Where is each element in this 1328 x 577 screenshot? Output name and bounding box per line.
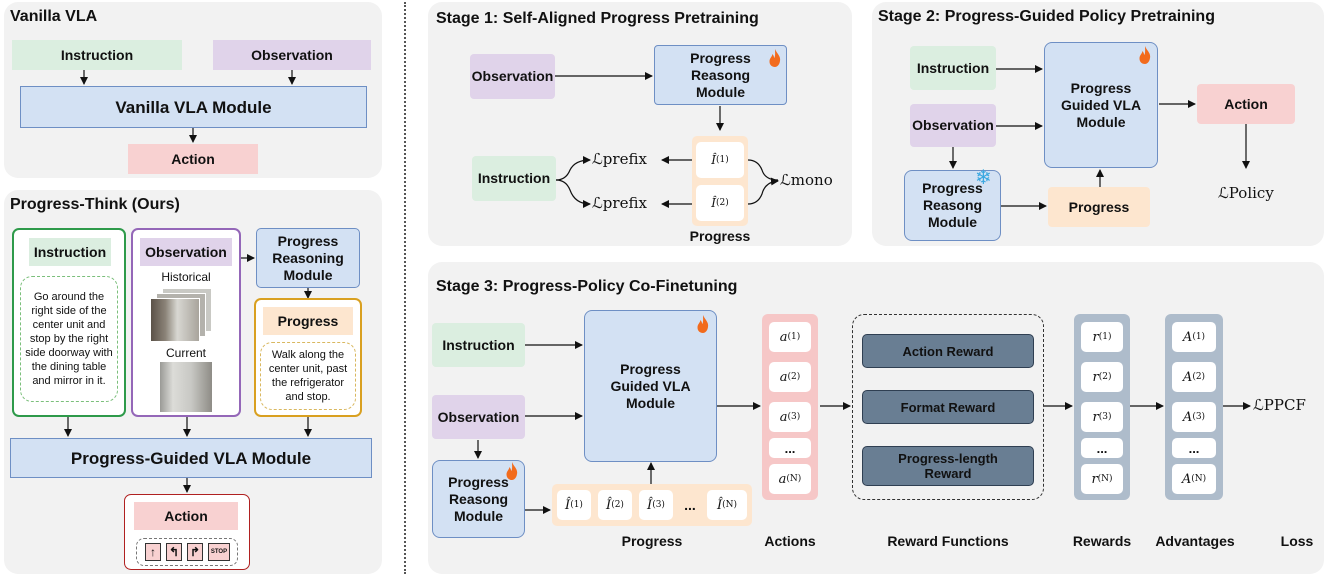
advantage-token-n: A(N) (1172, 464, 1216, 494)
stage1-loss-mono: ℒmono (780, 171, 833, 189)
stage2-observation-box: Observation (910, 104, 996, 147)
stage1-reasoning-module: Progress Reasong Module (654, 45, 787, 105)
advantage-token-3: A(3) (1172, 402, 1216, 432)
action-token-2: a(2) (769, 362, 811, 392)
stage2-vla-module: Progress Guided VLA Module (1044, 42, 1158, 168)
think-instruction-text: Go around the right side of the center u… (20, 276, 118, 402)
vanilla-vla-title: Vanilla VLA (10, 8, 98, 25)
vanilla-vla-module: Vanilla VLA Module (20, 86, 367, 128)
progress-token-2: Î(2) (598, 490, 632, 520)
arrow-up-icon: ↑ (145, 543, 161, 561)
think-reasoning-module: Progress Reasoning Module (256, 228, 360, 288)
stage1-progress-caption: Progress (689, 228, 751, 244)
think-progress-label: Progress (263, 307, 353, 335)
stage1-observation-box: Observation (470, 54, 555, 99)
format-reward-box: Format Reward (862, 390, 1034, 424)
think-observation-label: Observation (140, 238, 232, 266)
stage1-loss-prefix-2: ℒprefix (592, 194, 647, 212)
think-action-label: Action (134, 502, 238, 530)
stage1-instruction-box: Instruction (472, 156, 556, 201)
think-historical-label: Historical (161, 270, 211, 284)
vanilla-instruction-box: Instruction (12, 40, 182, 70)
advantage-token-1: A(1) (1172, 322, 1216, 352)
caption-progress: Progress (621, 533, 683, 549)
stage2-title: Stage 2: Progress-Guided Policy Pretrain… (878, 8, 1215, 25)
dotted-divider (404, 2, 406, 574)
turn-left-icon: ↰ (166, 543, 182, 561)
stage3-loss-ppcf: ℒPPCF (1253, 396, 1306, 414)
caption-advantages: Advantages (1155, 533, 1235, 549)
stage2-reasoning-module: Progress Reasong Module (904, 170, 1001, 241)
stage2-action-box: Action (1197, 84, 1295, 124)
fire-icon (769, 49, 781, 67)
reward-token-1: r(1) (1081, 322, 1123, 352)
action-icon-row (136, 538, 238, 566)
fire-icon (1139, 46, 1151, 64)
stage3-instruction-box: Instruction (432, 323, 525, 367)
stage1-progress-cell-2: Î(2) (696, 185, 744, 221)
progress-think-title: Progress-Think (Ours) (10, 196, 180, 213)
progress-token-n: Î(N) (707, 490, 747, 520)
stage1-panel (428, 2, 852, 246)
advantage-token-2: A(2) (1172, 362, 1216, 392)
stage1-loss-prefix-1: ℒprefix (592, 150, 647, 168)
caption-rewards: Rewards (1072, 533, 1132, 549)
action-token-n: a(N) (769, 464, 811, 494)
think-current-label: Current (165, 346, 206, 360)
reward-functions-group (852, 314, 1044, 500)
caption-reward-functions: Reward Functions (887, 533, 1009, 549)
progress-token-1: Î(1) (557, 490, 591, 520)
advantage-token-ellipsis: ... (1172, 438, 1216, 458)
think-vla-module: Progress-Guided VLA Module (10, 438, 372, 478)
stop-icon: STOP (208, 543, 230, 561)
vanilla-action-box: Action (128, 144, 258, 174)
progress-token-ellipsis: ... (684, 496, 696, 513)
reward-token-3: r(3) (1081, 402, 1123, 432)
stage3-title: Stage 3: Progress-Policy Co-Finetuning (436, 278, 738, 295)
historical-image-stack (150, 288, 214, 342)
stage3-vla-module: Progress Guided VLA Module (584, 310, 717, 462)
progress-token-3: Î(3) (639, 490, 673, 520)
stage3-observation-box: Observation (432, 395, 525, 439)
think-progress-text: Walk along the center unit, past the ref… (260, 342, 356, 410)
vanilla-observation-box: Observation (213, 40, 371, 70)
stage2-instruction-box: Instruction (910, 46, 996, 90)
stage2-loss-policy: ℒPolicy (1218, 184, 1274, 202)
action-token-3: a(3) (769, 402, 811, 432)
fire-icon (697, 315, 709, 333)
progress-length-reward-box: Progress-length Reward (862, 446, 1034, 486)
think-instruction-label: Instruction (29, 238, 111, 266)
action-reward-box: Action Reward (862, 334, 1034, 368)
snowflake-icon: ❄ (975, 167, 992, 189)
action-token-1: a(1) (769, 322, 811, 352)
stage2-progress-box: Progress (1048, 187, 1150, 227)
stage1-title: Stage 1: Self-Aligned Progress Pretraini… (436, 10, 759, 27)
reward-token-2: r(2) (1081, 362, 1123, 392)
stage1-progress-cell-1: Î(1) (696, 142, 744, 178)
turn-right-icon: ↱ (187, 543, 203, 561)
action-token-ellipsis: ... (769, 438, 811, 458)
caption-loss: Loss (1280, 533, 1314, 549)
current-image (160, 362, 212, 412)
fire-icon (506, 462, 518, 480)
reward-token-n: r(N) (1081, 464, 1123, 494)
caption-actions: Actions (764, 533, 816, 549)
reward-token-ellipsis: ... (1081, 438, 1123, 458)
